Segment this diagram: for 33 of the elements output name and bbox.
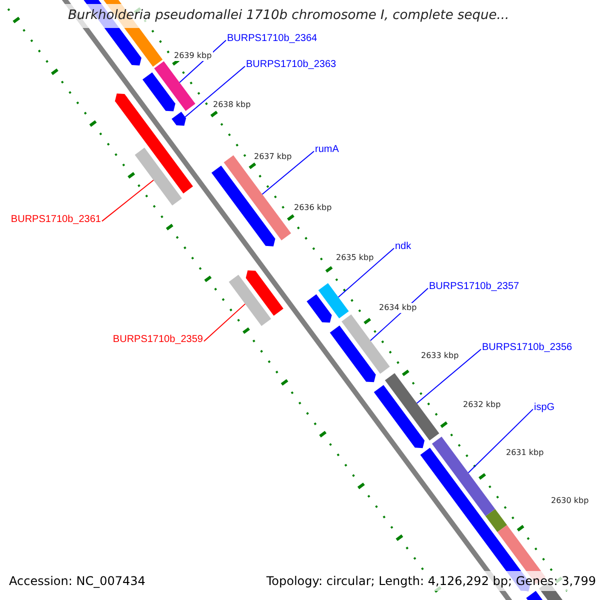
tick-label: 2633 kbp: [420, 351, 460, 361]
tick-label: 2638 kbp: [212, 100, 252, 110]
tick-label: 2632 kbp: [462, 400, 502, 410]
gene-feature: [342, 314, 390, 374]
tick-label: 2635 kbp: [335, 253, 375, 263]
leader-line: [204, 303, 246, 342]
gene-feature: [384, 373, 440, 441]
tick-label: 2639 kbp: [173, 51, 213, 61]
tick-label: 2634 kbp: [378, 303, 418, 313]
gene-feature: [212, 166, 276, 246]
leader-line: [416, 348, 482, 404]
leader-line: [468, 408, 534, 474]
gene-label: ispG: [534, 402, 555, 414]
leader-line: [184, 66, 246, 118]
gene-label: BURPS1710b_2359: [112, 334, 203, 346]
gene-feature: [318, 283, 349, 318]
gene-feature: [134, 148, 182, 206]
tick-label: 2636 kbp: [293, 203, 333, 213]
gene-label: BURPS1710b_2364: [227, 33, 318, 45]
gene-label: BURPS1710b_2356: [482, 342, 572, 354]
gene-label: ndk: [395, 241, 412, 253]
gene-feature: [228, 274, 272, 326]
gene-label: BURPS1710b_2363: [246, 59, 336, 71]
gene-feature: [154, 61, 196, 111]
leader-line: [262, 150, 314, 195]
gene-label: BURPS1710b_2357: [429, 281, 520, 293]
leader-line: [338, 248, 394, 298]
gene-label: rumA: [315, 144, 339, 156]
tick-label: 2637 kbp: [253, 152, 293, 162]
tick-label: 2630 kbp: [550, 496, 590, 506]
gene-feature: [432, 436, 496, 516]
gene-label: BURPS1710b_2361: [10, 214, 101, 226]
tick-label: 2631 kbp: [505, 448, 545, 458]
